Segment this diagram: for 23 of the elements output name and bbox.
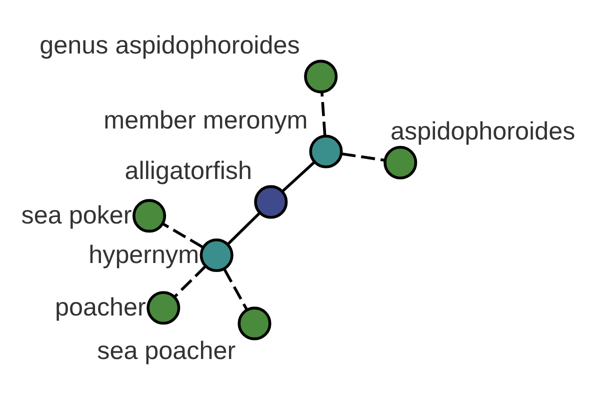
node-label: alligatorfish [124, 156, 252, 185]
node-label: genus aspidophoroides [40, 31, 300, 60]
node-label: sea poker [21, 201, 132, 230]
node-circle [309, 134, 343, 168]
node-circle [132, 199, 166, 233]
node-label: poacher [55, 293, 146, 322]
connector [162, 222, 204, 248]
node-circle [254, 185, 288, 219]
connector [282, 161, 316, 192]
connector [227, 212, 260, 245]
node-circle [238, 306, 272, 340]
node-label: member meronym [104, 106, 308, 134]
connector [342, 152, 385, 162]
node-label: sea poacher [97, 336, 236, 365]
connector [174, 265, 206, 298]
node-circle [200, 238, 234, 272]
node-label: aspidophoroides [390, 117, 576, 146]
node-circle [304, 60, 338, 94]
node-circle [146, 291, 180, 325]
connector [320, 92, 326, 136]
node-label: hypernym [88, 240, 200, 269]
connector [223, 269, 248, 311]
node-circle [384, 146, 418, 180]
